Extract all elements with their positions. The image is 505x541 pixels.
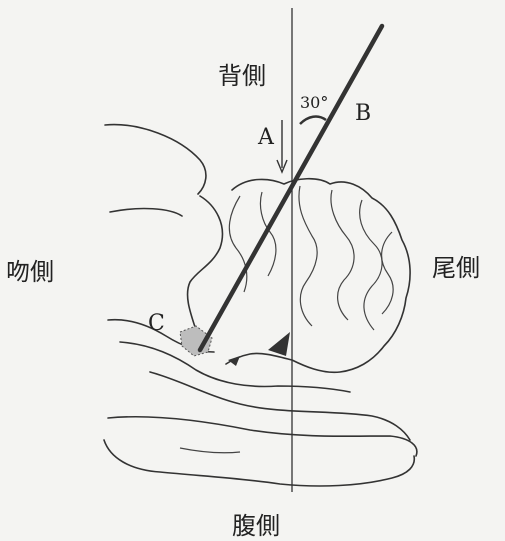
label-point-c: C — [148, 311, 165, 336]
label-ventral: 腹側 — [232, 512, 280, 540]
fourth-ventricle — [268, 332, 290, 356]
cerebellum-folia-3 — [299, 186, 317, 326]
label-caudal: 尾側 — [432, 254, 480, 282]
cerebellum-folia-6 — [382, 232, 394, 314]
label-point-b: B — [355, 101, 371, 126]
ventral-outline-3 — [180, 448, 240, 453]
cerebellum-folia-5 — [360, 200, 382, 330]
label-point-a: A — [257, 125, 275, 150]
cerebrum-upper-outline — [105, 125, 206, 194]
midbrain-outline — [188, 196, 223, 330]
angle-arc — [300, 117, 326, 124]
label-angle: 30° — [300, 93, 328, 112]
medulla-lower-outline — [150, 372, 410, 440]
ventral-outline-1 — [108, 417, 417, 456]
small-dark-mark — [228, 356, 240, 366]
ventral-outline-2 — [104, 440, 414, 486]
cerebellum-folia-4 — [331, 190, 354, 320]
cerebellum-folia-1 — [229, 196, 246, 292]
cerebrum-fold-line — [110, 209, 182, 216]
cerebellum-outline — [226, 179, 410, 373]
label-rostral: 吻側 — [6, 258, 54, 286]
medulla-upper-outline — [120, 342, 350, 392]
label-dorsal: 背側 — [218, 62, 266, 90]
